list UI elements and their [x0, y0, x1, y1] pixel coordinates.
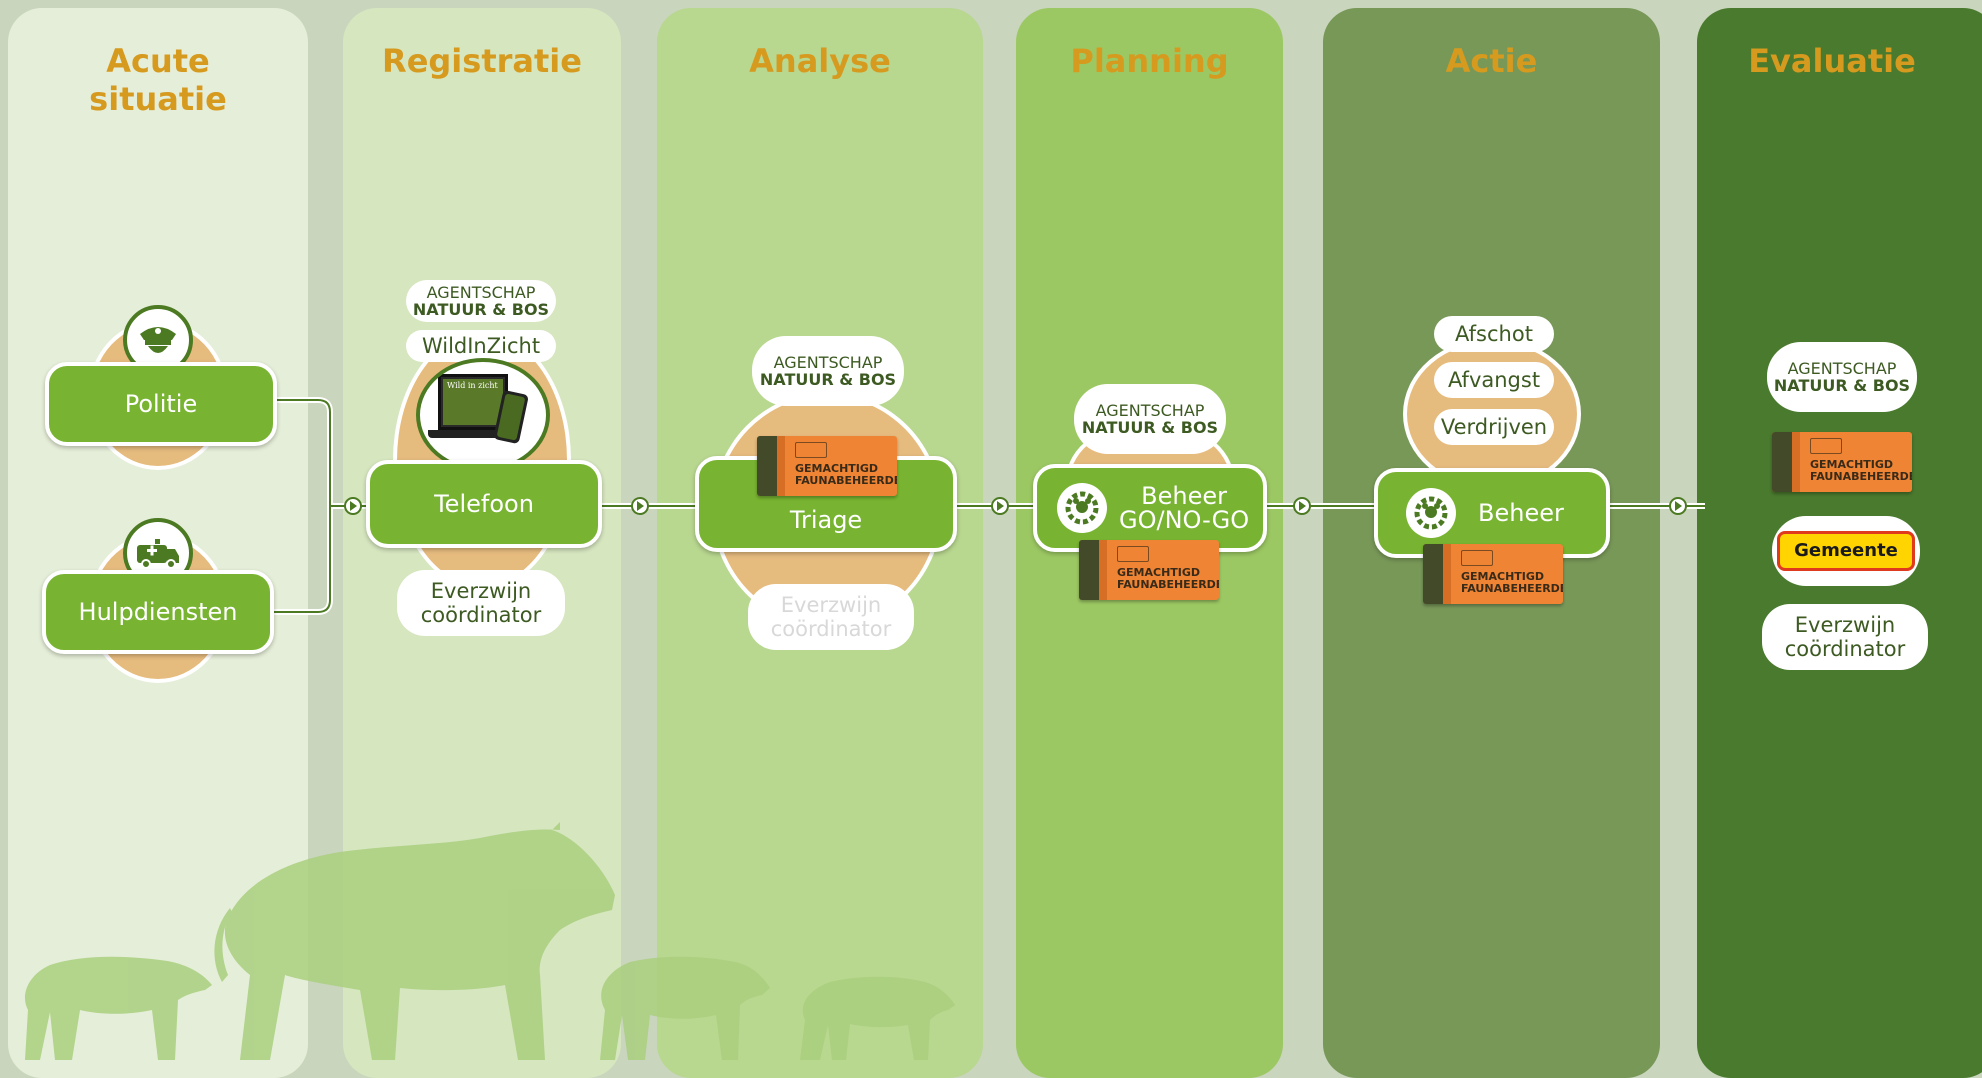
- column-title: Registratie: [382, 42, 582, 80]
- afvangst-pill: Afvangst: [1434, 362, 1554, 398]
- gemeente-logo: Gemeente: [1777, 531, 1915, 571]
- beheer-go-no-go-box[interactable]: Beheer GO/NO-GO: [1033, 464, 1267, 552]
- column-title: Evaluatie: [1748, 42, 1916, 80]
- boar-gear-icon: [1406, 488, 1456, 538]
- politie-box[interactable]: Politie: [45, 362, 277, 446]
- everzwijn-coordinator-pill: Everzwijn coördinator: [1762, 604, 1928, 670]
- anb-logo: AGENTSCHAP NATUUR & BOS: [1074, 384, 1226, 454]
- column-title: Analyse: [749, 42, 891, 80]
- telefoon-box[interactable]: Telefoon: [366, 460, 602, 548]
- politie-label: Politie: [124, 390, 198, 418]
- column-title: Actie: [1445, 42, 1538, 80]
- triage-label: Triage: [789, 506, 863, 534]
- anb-logo: AGENTSCHAP NATUUR & BOS: [1767, 342, 1917, 412]
- screen-text: Wild in zicht: [447, 381, 498, 390]
- verdrijven-pill: Verdrijven: [1434, 409, 1554, 445]
- afschot-pill: Afschot: [1434, 316, 1554, 352]
- anb-logo: AGENTSCHAP NATUUR & BOS: [406, 280, 556, 322]
- boar-gear-icon: [1057, 483, 1107, 533]
- wildinzicht-label: WildInZicht: [406, 330, 556, 362]
- faunabeheerder-badge: GEMACHTIGDFAUNABEHEERDER: [1079, 540, 1219, 600]
- everzwijn-coordinator-pill: Everzwijn coördinator: [397, 570, 565, 636]
- telefoon-label: Telefoon: [434, 490, 534, 518]
- laptop-phone-icon: Wild in zicht: [416, 358, 550, 472]
- gemeente-pill: Gemeente: [1772, 516, 1920, 586]
- column-title: Acute situatie: [89, 42, 227, 118]
- hulpdiensten-box[interactable]: Hulpdiensten: [42, 570, 274, 654]
- faunabeheerder-badge: GEMACHTIGDFAUNABEHEERDER: [757, 436, 897, 496]
- hulpdiensten-label: Hulpdiensten: [78, 598, 238, 626]
- beheer-label: Beheer: [1478, 499, 1564, 527]
- everzwijn-coordinator-pill: Everzwijn coördinator: [748, 584, 914, 650]
- anb-logo: AGENTSCHAP NATUUR & BOS: [752, 336, 904, 406]
- column-title: Planning: [1070, 42, 1229, 80]
- faunabeheerder-badge: GEMACHTIGDFAUNABEHEERDER: [1423, 544, 1563, 604]
- faunabeheerder-badge: GEMACHTIGDFAUNABEHEERDER: [1772, 432, 1912, 492]
- beheer-go-no-go-label: Beheer GO/NO-GO: [1119, 482, 1250, 534]
